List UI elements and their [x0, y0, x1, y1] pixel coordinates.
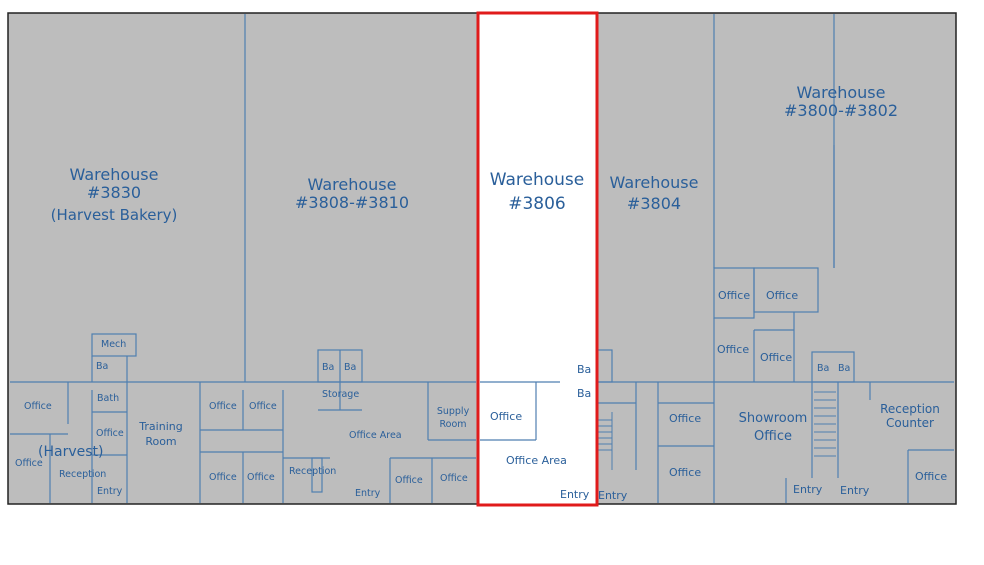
unit-3830-tenant: (Harvest Bakery): [50, 205, 178, 224]
unit-3830-label: Warehouse #3830 (Harvest Bakery): [50, 165, 178, 224]
room-office-3808-d: Office: [247, 472, 275, 483]
room-office-3800-b: Office: [766, 289, 799, 302]
room-supply: Supply Room: [436, 406, 470, 431]
room-office-3800-e: Office: [915, 470, 948, 483]
room-reception-3808: Reception: [289, 466, 337, 477]
room-showroom: Showroom Office: [738, 411, 808, 445]
room-office-area-3806: Office Area: [506, 454, 567, 467]
unit-walls: [10, 14, 954, 503]
unit-3808-label: Warehouse #3808-#3810: [294, 175, 410, 213]
room-ba-3800-b: Ba: [838, 363, 851, 374]
room-office-3800-c: Office: [717, 343, 750, 356]
room-training: Training Room: [139, 420, 183, 448]
unit-3800-label: Warehouse #3800-#3802: [783, 83, 899, 121]
unit-3800-name: Warehouse: [796, 83, 886, 102]
room-entry-3800-a: Entry: [793, 483, 823, 496]
unit-3806-number: #3806: [508, 193, 566, 214]
unit-3806-walls: [480, 381, 560, 441]
stairs-3800: [814, 391, 836, 457]
room-reception-counter-line2: Counter: [886, 415, 934, 430]
room-entry-3800-b: Entry: [840, 484, 870, 497]
room-harvest: (Harvest): [38, 444, 104, 460]
unit-3804-number: #3804: [626, 194, 682, 214]
room-office-3830-a: Office: [24, 401, 52, 412]
room-office-3808-a: Office: [209, 401, 237, 412]
unit-3804-name: Warehouse: [609, 173, 699, 192]
room-office-3808-e: Office: [395, 475, 423, 486]
room-entry-3804: Entry: [598, 489, 628, 502]
unit-3806-name: Warehouse: [489, 170, 585, 190]
room-mech: Mech: [101, 339, 127, 350]
room-entry-3806: Entry: [560, 488, 590, 501]
room-reception-counter-line1: Reception: [880, 402, 940, 416]
room-bath: Bath: [97, 393, 120, 404]
room-office-3800-d: Office: [760, 351, 793, 364]
highlighted-unit-3806[interactable]: [476, 11, 599, 507]
room-supply-line2: Room: [439, 418, 467, 430]
room-ba-3804-b: Ba: [577, 387, 592, 400]
room-office-3808-c: Office: [209, 472, 237, 483]
room-storage: Storage: [322, 389, 360, 400]
room-supply-line1: Supply: [436, 406, 470, 417]
room-showroom-line1: Showroom: [738, 411, 808, 426]
room-showroom-line2: Office: [754, 428, 792, 444]
stairs-3804: [596, 412, 613, 470]
room-office-3804-b: Office: [669, 466, 702, 479]
room-office-3800-a: Office: [718, 289, 751, 302]
room-office-3830-b: Office: [96, 428, 124, 439]
room-ba-3800-a: Ba: [817, 363, 830, 374]
room-office-3804-a: Office: [669, 412, 702, 425]
unit-3800-number: #3800-#3802: [783, 101, 899, 121]
room-ba-3830: Ba: [96, 361, 109, 372]
unit-3830-name: Warehouse: [69, 165, 159, 184]
room-training-line2: Room: [145, 434, 177, 448]
room-entry-3808: Entry: [355, 488, 381, 499]
room-office-3808-b: Office: [249, 401, 277, 412]
room-ba-3808-b: Ba: [344, 362, 357, 373]
room-training-line1: Training: [139, 420, 183, 433]
unit-3808-name: Warehouse: [307, 175, 397, 194]
room-reception-counter: Reception Counter: [880, 402, 940, 431]
room-ba-3808-a: Ba: [322, 362, 335, 373]
unit-3806-label: Warehouse #3806: [489, 170, 585, 214]
room-reception-3830: Reception: [59, 469, 107, 480]
room-entry-3830: Entry: [97, 486, 123, 497]
unit-3830-number: #3830: [86, 183, 142, 203]
unit-3808-number: #3808-#3810: [294, 193, 410, 213]
unit-3804-label: Warehouse #3804: [609, 173, 699, 214]
room-office-3830-c: Office: [15, 458, 43, 469]
room-office-3806: Office: [490, 410, 523, 423]
room-ba-3804-a: Ba: [577, 363, 592, 376]
room-office-area-3808: Office Area: [349, 430, 402, 441]
room-office-3808-f: Office: [440, 473, 468, 484]
